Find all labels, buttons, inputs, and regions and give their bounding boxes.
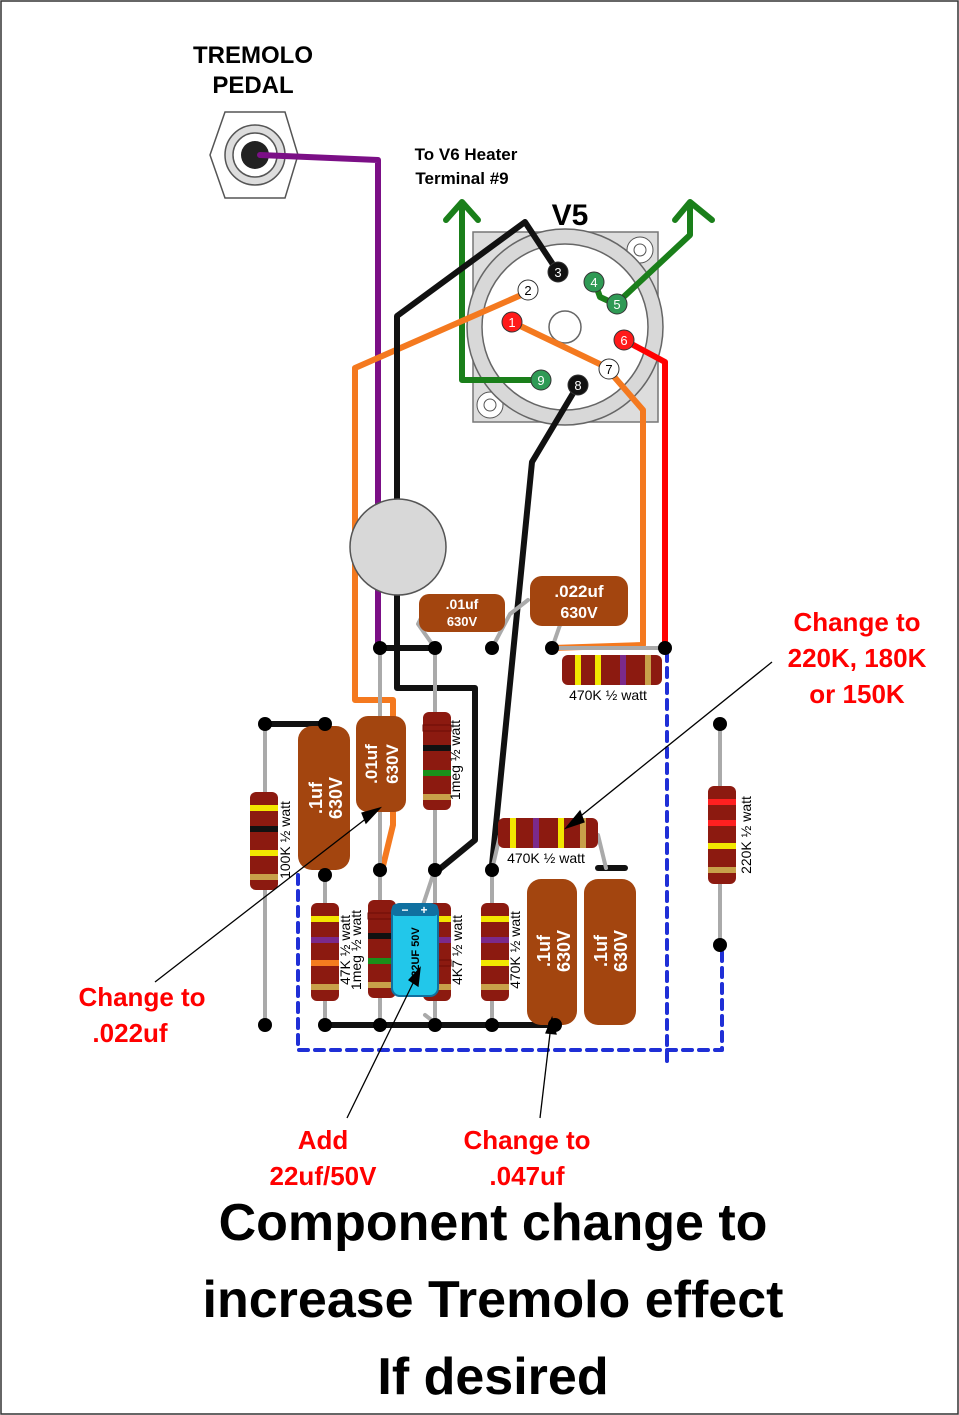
svg-text:7: 7	[605, 362, 612, 377]
resistor-100k	[250, 792, 278, 890]
title-line2: increase Tremolo effect	[203, 1271, 784, 1329]
heater-wire-right	[612, 202, 693, 308]
svg-text:630V: 630V	[326, 777, 346, 819]
resistor-220k-label: 220K ½ watt	[738, 796, 754, 874]
resistor-470k-top-label: 470K ½ watt	[569, 687, 647, 703]
svg-text:.01uf: .01uf	[446, 596, 479, 612]
svg-text:.1uf: .1uf	[591, 934, 611, 967]
purple-wire	[257, 152, 381, 651]
resistor-1meg-bottom-label: 1meg ½ watt	[348, 910, 364, 990]
svg-text:630V: 630V	[447, 614, 478, 629]
svg-text:6: 6	[620, 333, 627, 348]
solder-points	[258, 641, 727, 1032]
pedal-label-line2: PEDAL	[212, 72, 293, 99]
note-1uf-line2: .047uf	[489, 1161, 564, 1191]
title-line1: Component change to	[219, 1194, 768, 1252]
tremolo-pedal-jack	[209, 111, 299, 199]
svg-text:1: 1	[508, 315, 515, 330]
resistor-470k-bottom-label: 470K ½ watt	[507, 911, 523, 989]
note-1uf-line1: Change to	[463, 1125, 590, 1155]
cap-022uf-top: .022uf 630V	[530, 576, 628, 626]
heater-label-line2: Terminal #9	[415, 169, 508, 188]
svg-text:3: 3	[554, 265, 561, 280]
note-470k-line1: Change to	[793, 607, 920, 637]
electrolytic-cap-22uf: − + 22UF 50V	[391, 871, 439, 997]
cap-1uf-bottom-a: .1uf 630V	[527, 879, 577, 1025]
svg-text:8: 8	[574, 378, 581, 393]
note-470k-line2: 220K, 180K	[788, 643, 927, 673]
cap-1uf-left: .1uf 630V	[298, 726, 350, 870]
cap-01uf-left: .01uf 630V	[356, 716, 406, 812]
note-add-line2: 22uf/50V	[270, 1161, 378, 1191]
svg-text:.022uf: .022uf	[554, 582, 603, 601]
pot-icon	[349, 498, 447, 596]
red-wire-pin6	[621, 337, 668, 651]
note-01uf-line2: .022uf	[92, 1018, 167, 1048]
v5-label: V5	[552, 199, 589, 232]
resistor-4k7-label: 4K7 ½ watt	[449, 915, 465, 985]
resistor-47k-label: 47K ½ watt	[337, 915, 353, 985]
svg-text:.1uf: .1uf	[306, 781, 326, 814]
ground-bus	[296, 873, 724, 1052]
pointers	[154, 661, 773, 1119]
svg-text:2: 2	[524, 283, 531, 298]
electrolytic-minus-icon: −	[401, 903, 408, 917]
heater-arrow-left-icon	[443, 199, 481, 223]
wires	[257, 152, 724, 1066]
svg-text:.01uf: .01uf	[362, 744, 381, 784]
svg-text:.1uf: .1uf	[534, 934, 554, 967]
note-01uf-line1: Change to	[78, 982, 205, 1012]
resistor-1meg-top	[422, 712, 452, 810]
cap-1uf-bottom-b: .1uf 630V	[584, 879, 636, 1025]
resistor-100k-label: 100K ½ watt	[277, 801, 293, 879]
black-wire-pin3	[394, 219, 561, 875]
resistor-470k-bottom	[481, 903, 509, 1001]
svg-text:22UF 50V: 22UF 50V	[410, 927, 422, 977]
note-470k-line3: or 150K	[809, 679, 905, 709]
black-wire-pin8	[489, 382, 581, 868]
resistor-1meg-bottom	[367, 900, 397, 998]
socket-pins: 1 2 3 4 5 6 7 8 9	[501, 261, 635, 396]
electrolytic-plus-icon: +	[420, 903, 427, 917]
svg-text:630V: 630V	[611, 930, 631, 972]
heater-wire-left	[459, 202, 543, 383]
svg-text:4: 4	[590, 275, 597, 290]
svg-text:5: 5	[613, 297, 620, 312]
svg-text:9: 9	[537, 373, 544, 388]
title-line3: If desired	[377, 1348, 608, 1406]
svg-text:630V: 630V	[383, 743, 402, 783]
cap-01uf-top: .01uf 630V	[419, 594, 505, 632]
resistor-470k-mid-label: 470K ½ watt	[507, 850, 585, 866]
note-add-line1: Add	[298, 1125, 349, 1155]
pedal-label-line1: TREMOLO	[193, 42, 313, 69]
heater-label-line1: To V6 Heater	[415, 145, 518, 164]
resistor-220k	[708, 786, 736, 884]
resistor-1meg-top-label: 1meg ½ watt	[447, 720, 463, 800]
orange-wire-pin2	[352, 289, 531, 869]
resistor-470k-top	[562, 655, 662, 685]
heater-arrow-right-icon	[672, 199, 715, 223]
svg-text:630V: 630V	[554, 930, 574, 972]
resistor-47k	[311, 903, 339, 1001]
svg-text:630V: 630V	[560, 605, 598, 622]
